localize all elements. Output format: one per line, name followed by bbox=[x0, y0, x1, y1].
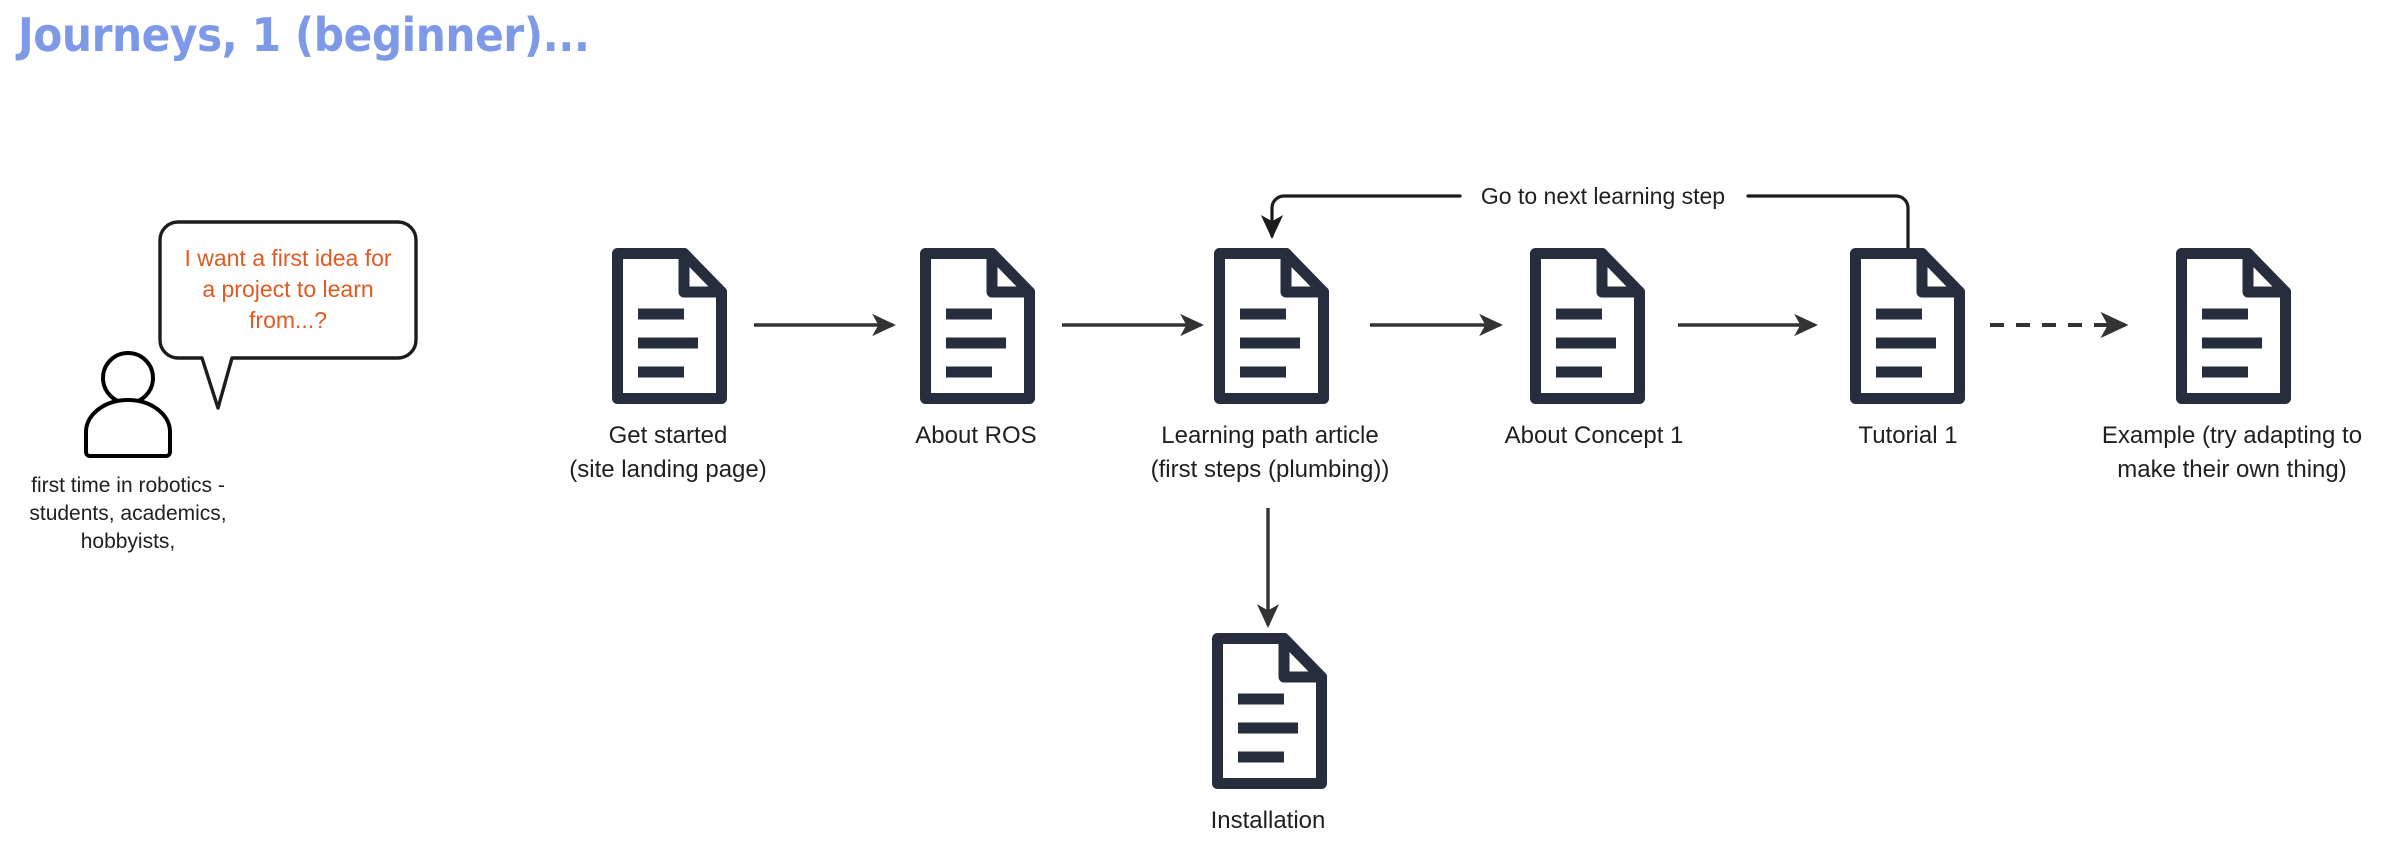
persona-caption-line-1: first time in robotics - bbox=[31, 474, 225, 497]
flow-edges bbox=[754, 311, 2129, 628]
node-learning-path-article[interactable]: Learning path article (first steps (plum… bbox=[1151, 248, 1390, 484]
node-label-line-1: Tutorial 1 bbox=[1858, 422, 1957, 449]
node-label-line-1: Installation bbox=[1211, 807, 1326, 834]
node-about-concept-1[interactable]: About Concept 1 bbox=[1505, 248, 1684, 450]
node-label-line-1: About ROS bbox=[915, 422, 1036, 449]
speech-bubble-line-2: a project to learn bbox=[202, 276, 373, 302]
persona-caption: first time in robotics - students, acade… bbox=[29, 474, 226, 553]
person-head-icon bbox=[101, 351, 155, 405]
edge-loop-back-label: Go to next learning step bbox=[1481, 183, 1725, 209]
document-icon bbox=[1850, 248, 1965, 404]
document-icon bbox=[920, 248, 1035, 404]
edge-loop-back: Go to next learning step bbox=[1260, 183, 1910, 252]
edge-loop-back-left-segment bbox=[1260, 194, 1462, 239]
person-icon bbox=[84, 351, 172, 458]
node-installation[interactable]: Installation bbox=[1211, 633, 1327, 835]
node-example[interactable]: Example (try adapting to make their own … bbox=[2102, 248, 2362, 484]
persona-caption-line-2: students, academics, bbox=[29, 502, 226, 525]
page-title: Journeys, 1 (beginner)... bbox=[18, 8, 590, 62]
node-label-line-2: (site landing page) bbox=[569, 456, 766, 483]
node-get-started[interactable]: Get started (site landing page) bbox=[569, 248, 767, 484]
speech-bubble: I want a first idea for a project to lea… bbox=[158, 220, 418, 410]
node-label-line-2: make their own thing) bbox=[2117, 456, 2346, 483]
person-body-icon bbox=[84, 398, 172, 458]
node-label-line-2: (first steps (plumbing)) bbox=[1151, 456, 1390, 483]
node-label-line-1: Get started bbox=[609, 422, 728, 449]
speech-bubble-shape bbox=[158, 220, 418, 410]
document-icon bbox=[612, 248, 727, 404]
document-icon bbox=[2176, 248, 2291, 404]
speech-bubble-line-3: from...? bbox=[249, 307, 327, 333]
node-tutorial-1[interactable]: Tutorial 1 bbox=[1850, 248, 1965, 450]
edge-loop-back-right-segment bbox=[1746, 194, 1910, 252]
document-icon bbox=[1212, 633, 1327, 789]
document-icon bbox=[1530, 248, 1645, 404]
node-label-line-1: Example (try adapting to bbox=[2102, 422, 2362, 449]
persona-group: I want a first idea for a project to lea… bbox=[29, 220, 418, 553]
speech-bubble-line-1: I want a first idea for bbox=[184, 245, 391, 271]
persona-caption-line-3: hobbyists, bbox=[81, 530, 176, 553]
node-label-line-1: Learning path article bbox=[1161, 422, 1378, 449]
node-label-line-1: About Concept 1 bbox=[1505, 422, 1684, 449]
document-icon bbox=[1214, 248, 1329, 404]
node-about-ros[interactable]: About ROS bbox=[915, 248, 1037, 450]
